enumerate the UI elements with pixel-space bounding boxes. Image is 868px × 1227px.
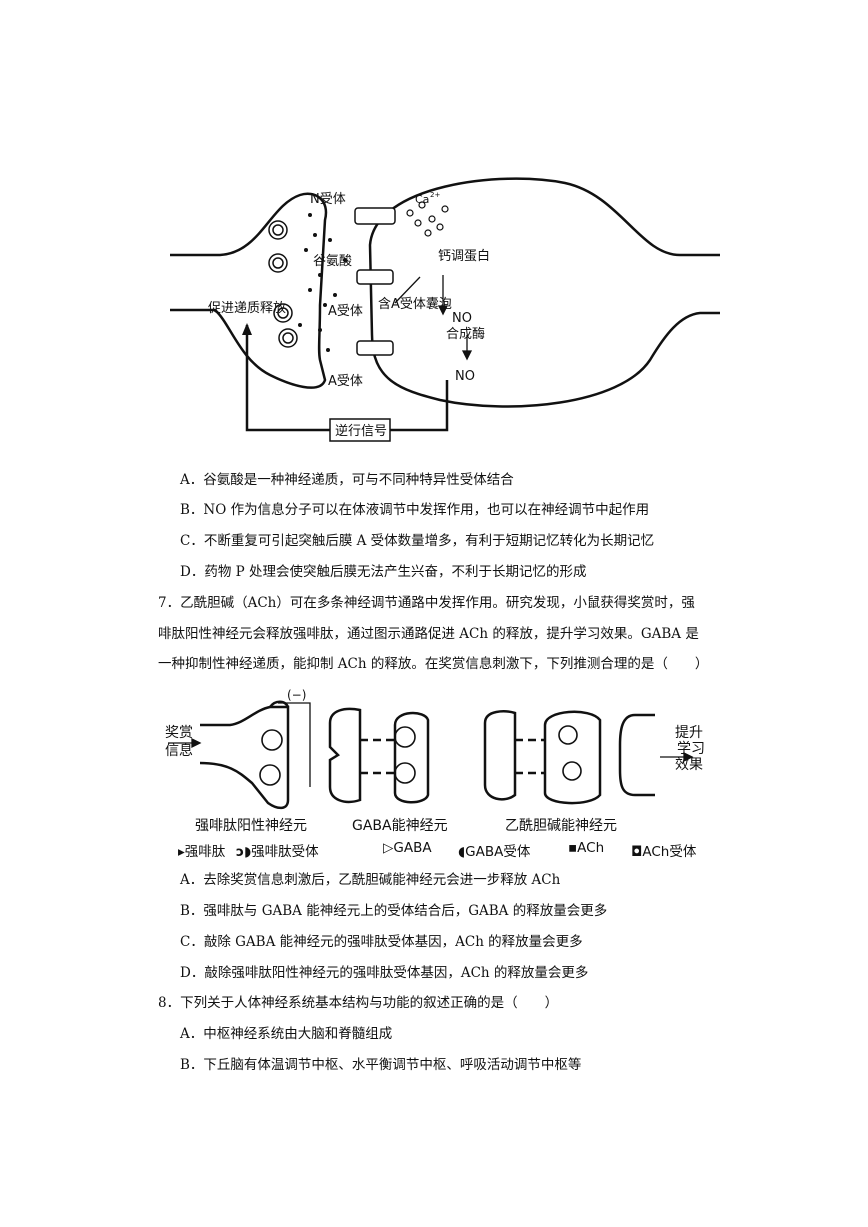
reward-label-1: 奖赏 bbox=[165, 724, 193, 741]
q7-stem-line-3: 一种抑制性神经递质，能抑制 ACh 的释放。在奖赏信息刺激下，下列推测合理的是（… bbox=[158, 656, 709, 672]
no-synthase-label-1: NO bbox=[452, 311, 472, 326]
q6-option-d: D．药物 P 处理会使突触后膜无法产生兴奋，不利于长期记忆的形成 bbox=[180, 564, 587, 580]
neuron-1-label: 强啡肽阳性神经元 bbox=[195, 818, 307, 834]
pathway-diagram: 奖赏 信息 (−) 提升 学习 效果 强啡肽阳性神经元 GABA能神经元 乙酰胆… bbox=[165, 688, 705, 834]
inhibit-label: (−) bbox=[287, 688, 306, 702]
legend-gaba-receptor: ◖GABA受体 bbox=[458, 844, 531, 860]
a-receptor-label-2: A受体 bbox=[328, 374, 363, 389]
n-receptor-label: N受体 bbox=[310, 192, 346, 207]
q8-option-b: B．下丘脑有体温调节中枢、水平衡调节中枢、呼吸活动调节中枢等 bbox=[180, 1057, 582, 1073]
ca-superscript: 2+ bbox=[430, 191, 440, 199]
q8-stem: 8．下列关于人体神经系统基本结构与功能的叙述正确的是（ ） bbox=[158, 995, 559, 1011]
dynorphin-receptor-icon: ↄ◗ bbox=[236, 844, 252, 860]
legend-dynorphin-receptor: ↄ◗强啡肽受体 bbox=[236, 844, 319, 860]
q7-option-c: C．敲除 GABA 能神经元的强啡肽受体基因，ACh 的释放量会更多 bbox=[180, 934, 583, 950]
q7-stem-line-1: 7．乙酰胆碱（ACh）可在多条神经调节通路中发挥作用。研究发现，小鼠获得奖赏时，… bbox=[158, 595, 695, 611]
vesicle-label: 含A受体囊泡 bbox=[378, 296, 452, 312]
legend-ach-receptor: ◘ACh受体 bbox=[631, 844, 697, 860]
q7-option-a: A．去除奖赏信息刺激后，乙酰胆碱能神经元会进一步释放 ACh bbox=[180, 872, 561, 888]
q6-option-c: C．不断重复可引起突触后膜 A 受体数量增多，有利于短期记忆转化为长期记忆 bbox=[180, 533, 655, 549]
promote-release-label: 促进递质释放 bbox=[208, 301, 286, 316]
improve-label-3: 效果 bbox=[675, 757, 703, 773]
ach-icon: ▪ bbox=[568, 840, 578, 856]
q8-option-a: A．中枢神经系统由大脑和脊髓组成 bbox=[180, 1026, 393, 1042]
synapse-diagram: N受体 Ca 2+ 谷氨酸 钙调蛋白 促进递质释放 A受体 含A受体囊泡 NO … bbox=[170, 177, 720, 442]
legend-ach: ▪ACh bbox=[568, 840, 605, 856]
gaba-receptor-icon: ◖ bbox=[458, 844, 466, 860]
legend-gaba: ▷GABA bbox=[383, 840, 432, 856]
no-synthase-label-2: 合成酶 bbox=[446, 326, 485, 342]
glutamate-label: 谷氨酸 bbox=[313, 254, 352, 269]
improve-label-1: 提升 bbox=[675, 725, 703, 741]
ca-label: Ca bbox=[415, 193, 429, 206]
q6-option-a: A．谷氨酸是一种神经递质，可与不同种特异性受体结合 bbox=[180, 472, 514, 488]
legend-dynorphin: ▸强啡肽 bbox=[178, 844, 226, 860]
q7-option-d: D．敲除强啡肽阳性神经元的强啡肽受体基因，ACh 的释放量会更多 bbox=[180, 965, 589, 981]
reward-label-2: 信息 bbox=[165, 742, 193, 759]
neuron-2-label: GABA能神经元 bbox=[352, 818, 448, 834]
retro-signal-label: 逆行信号 bbox=[335, 423, 387, 439]
no-label: NO bbox=[455, 369, 475, 384]
gaba-icon: ▷ bbox=[383, 840, 394, 856]
neuron-3-label: 乙酰胆碱能神经元 bbox=[505, 818, 617, 834]
q6-option-b: B．NO 作为信息分子可以在体液调节中发挥作用，也可以在神经调节中起作用 bbox=[180, 502, 650, 518]
q7-stem-line-2: 啡肽阳性神经元会释放强啡肽，通过图示通路促进 ACh 的释放，提升学习效果。GA… bbox=[158, 626, 699, 642]
ach-receptor-icon: ◘ bbox=[631, 844, 643, 860]
q7-option-b: B．强啡肽与 GABA 能神经元上的受体结合后，GABA 的释放量会更多 bbox=[180, 903, 608, 919]
calmodulin-label: 钙调蛋白 bbox=[438, 248, 490, 264]
a-receptor-label-1: A受体 bbox=[328, 304, 363, 319]
dynorphin-icon: ▸ bbox=[178, 844, 185, 860]
improve-label-2: 学习 bbox=[677, 741, 705, 757]
